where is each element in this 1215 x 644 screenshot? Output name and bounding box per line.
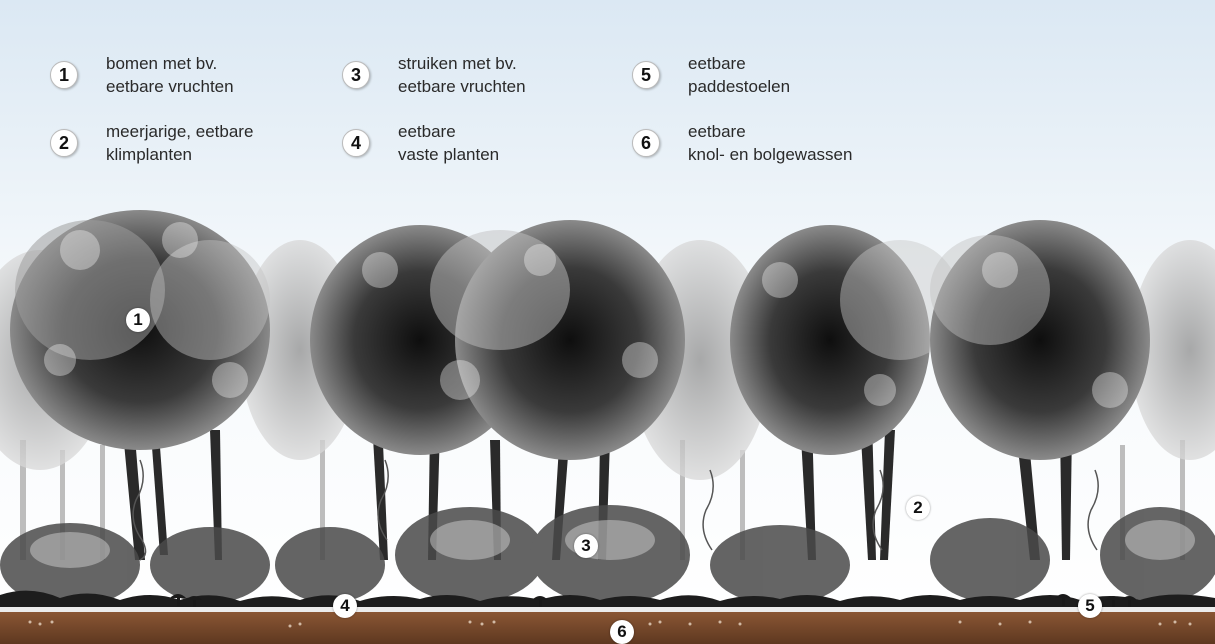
legend-label-line1: meerjarige, eetbare (106, 120, 306, 143)
legend-number-badge: 5 (632, 61, 660, 89)
soil-layer (0, 612, 1215, 644)
legend-number-badge: 1 (50, 61, 78, 89)
legend-item-3: 3 struiken met bv. eetbare vruchten (342, 52, 598, 98)
legend-number-badge: 4 (342, 129, 370, 157)
legend-label-line1: eetbare (688, 52, 888, 75)
legend-item-4: 4 eetbare vaste planten (342, 120, 598, 166)
legend-item-1: 1 bomen met bv. eetbare vruchten (50, 52, 306, 98)
marker-shrubs: 3 (574, 534, 598, 558)
legend-number-badge: 6 (632, 129, 660, 157)
marker-perennials: 4 (333, 594, 357, 618)
legend-item-6: 6 eetbare knol- en bolgewassen (632, 120, 888, 166)
marker-mushrooms: 5 (1078, 594, 1102, 618)
legend-number-badge: 3 (342, 61, 370, 89)
legend-label-line2: klimplanten (106, 143, 306, 166)
legend-label-line1: bomen met bv. (106, 52, 306, 75)
marker-tubers: 6 (610, 620, 634, 644)
legend-number-badge: 2 (50, 129, 78, 157)
legend-label-line1: struiken met bv. (398, 52, 598, 75)
legend-label-line2: knol- en bolgewassen (688, 143, 888, 166)
legend-label-line2: paddestoelen (688, 75, 888, 98)
marker-climbers: 2 (906, 496, 930, 520)
legend-label-line1: eetbare (688, 120, 888, 143)
legend-item-2: 2 meerjarige, eetbare klimplanten (50, 120, 306, 166)
legend-label-line2: eetbare vruchten (106, 75, 306, 98)
marker-trees: 1 (126, 308, 150, 332)
legend-label-line2: eetbare vruchten (398, 75, 598, 98)
legend-label-line2: vaste planten (398, 143, 598, 166)
legend-item-5: 5 eetbare paddestoelen (632, 52, 888, 98)
legend-label-line1: eetbare (398, 120, 598, 143)
